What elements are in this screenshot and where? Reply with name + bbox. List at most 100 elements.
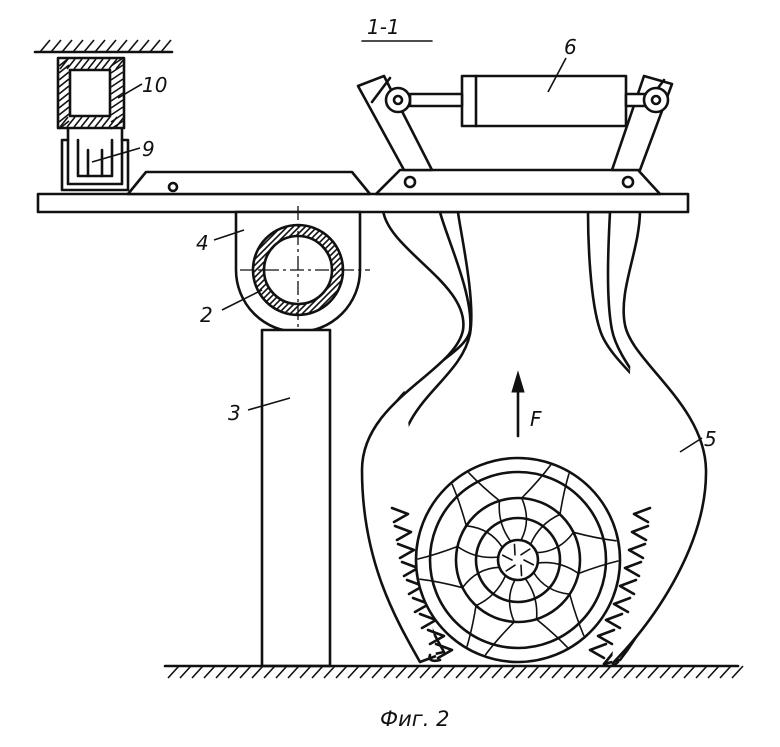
hatch-line [59, 58, 69, 70]
hatch-line [110, 78, 124, 88]
hatch-line [58, 120, 70, 130]
hatch-line [731, 665, 744, 679]
hatch-line [227, 665, 240, 679]
wheel-crack [466, 574, 507, 647]
hatch-line [599, 665, 612, 679]
hatch-line [520, 548, 531, 556]
hatch-line [116, 39, 128, 53]
hatch-line [110, 85, 124, 95]
hatch-line [455, 665, 468, 679]
hatch-line [263, 665, 276, 679]
hatch-line [419, 665, 432, 679]
hatch-line [94, 39, 106, 53]
wheel [414, 456, 622, 664]
hatch-line [239, 665, 252, 679]
hatch-line [115, 116, 125, 128]
hatch-line [39, 39, 51, 53]
hatch-line [167, 665, 180, 679]
wheel-crack [524, 577, 568, 648]
leader-10 [117, 83, 143, 99]
jaw-tooth [396, 542, 416, 560]
hatch-line [253, 225, 289, 315]
hatch-line [523, 559, 535, 566]
hatch-line [58, 106, 70, 116]
wheel-crack [417, 545, 499, 560]
hatch-line [50, 39, 62, 53]
wheel-crack [537, 560, 619, 575]
hatch-line [101, 116, 111, 128]
hatch-line [87, 58, 97, 70]
hatch-line [80, 116, 90, 128]
hatch-line [127, 39, 139, 53]
hatch-line [58, 113, 70, 123]
part-label-6: 6 [564, 35, 577, 59]
hatch-line [683, 665, 696, 679]
hatch-line [505, 564, 516, 572]
leader-5 [679, 437, 703, 453]
jaw-tooth [588, 642, 608, 660]
hatch-line [611, 665, 624, 679]
hatch-line [407, 665, 420, 679]
column-3 [260, 328, 332, 668]
hatch-line [72, 39, 84, 53]
wheel-crack [529, 473, 570, 546]
hatch-line [383, 665, 396, 679]
hatch-line [94, 58, 104, 70]
part-label-4: 4 [196, 231, 209, 255]
tube-2 [240, 206, 370, 334]
leader-4 [213, 229, 245, 241]
force-arrow [511, 370, 525, 438]
hatch-line [515, 665, 528, 679]
hatch-line [94, 116, 104, 128]
jaw-lever-left [356, 74, 434, 172]
hatch-line [191, 665, 204, 679]
hatch-line [66, 116, 76, 128]
part-label-9: 9 [142, 137, 155, 161]
hatch-line [307, 225, 343, 315]
wheel-crack [468, 472, 512, 543]
hatch-line [73, 116, 83, 128]
hatch-line [563, 665, 576, 679]
hatch-line [431, 665, 444, 679]
hatch-line [160, 39, 172, 53]
leader-2 [221, 289, 263, 311]
hatch-line [80, 58, 90, 70]
hatch-line [527, 665, 540, 679]
hatch-line [101, 58, 111, 70]
hatch-line [301, 225, 343, 315]
ground [163, 664, 744, 679]
hatch-line [253, 225, 295, 315]
jaw-tooth [623, 560, 643, 578]
hatch-line [287, 665, 300, 679]
hatch-line [491, 665, 504, 679]
jaw-tooth [630, 524, 650, 542]
leader-3 [247, 397, 291, 411]
hatch-line [149, 39, 161, 53]
leader-6 [547, 57, 567, 93]
box-beam-10 [56, 56, 126, 130]
hatch-line [66, 58, 76, 70]
hatch-line [443, 665, 456, 679]
hatch-line [108, 58, 118, 70]
hatch-line [251, 665, 264, 679]
hatch-line [179, 665, 192, 679]
jaw-tooth [627, 542, 647, 560]
hatch-line [108, 116, 118, 128]
jaw-tooth [618, 578, 638, 596]
jaw-tooth [393, 524, 413, 542]
part-label-5: 5 [704, 427, 717, 451]
leader-9 [91, 147, 141, 163]
hatch-line [115, 58, 125, 70]
hatch-line [73, 58, 83, 70]
hydraulic-cylinder-6 [384, 74, 670, 128]
hatch-line [719, 665, 732, 679]
hatch-line [623, 665, 636, 679]
wheel-crack [532, 571, 585, 637]
hatch-line [105, 39, 117, 53]
hatch-line [587, 665, 600, 679]
hatch-line [83, 39, 95, 53]
hatch-line [501, 554, 513, 561]
part-label-10: 10 [142, 73, 167, 97]
hatch-line [395, 665, 408, 679]
